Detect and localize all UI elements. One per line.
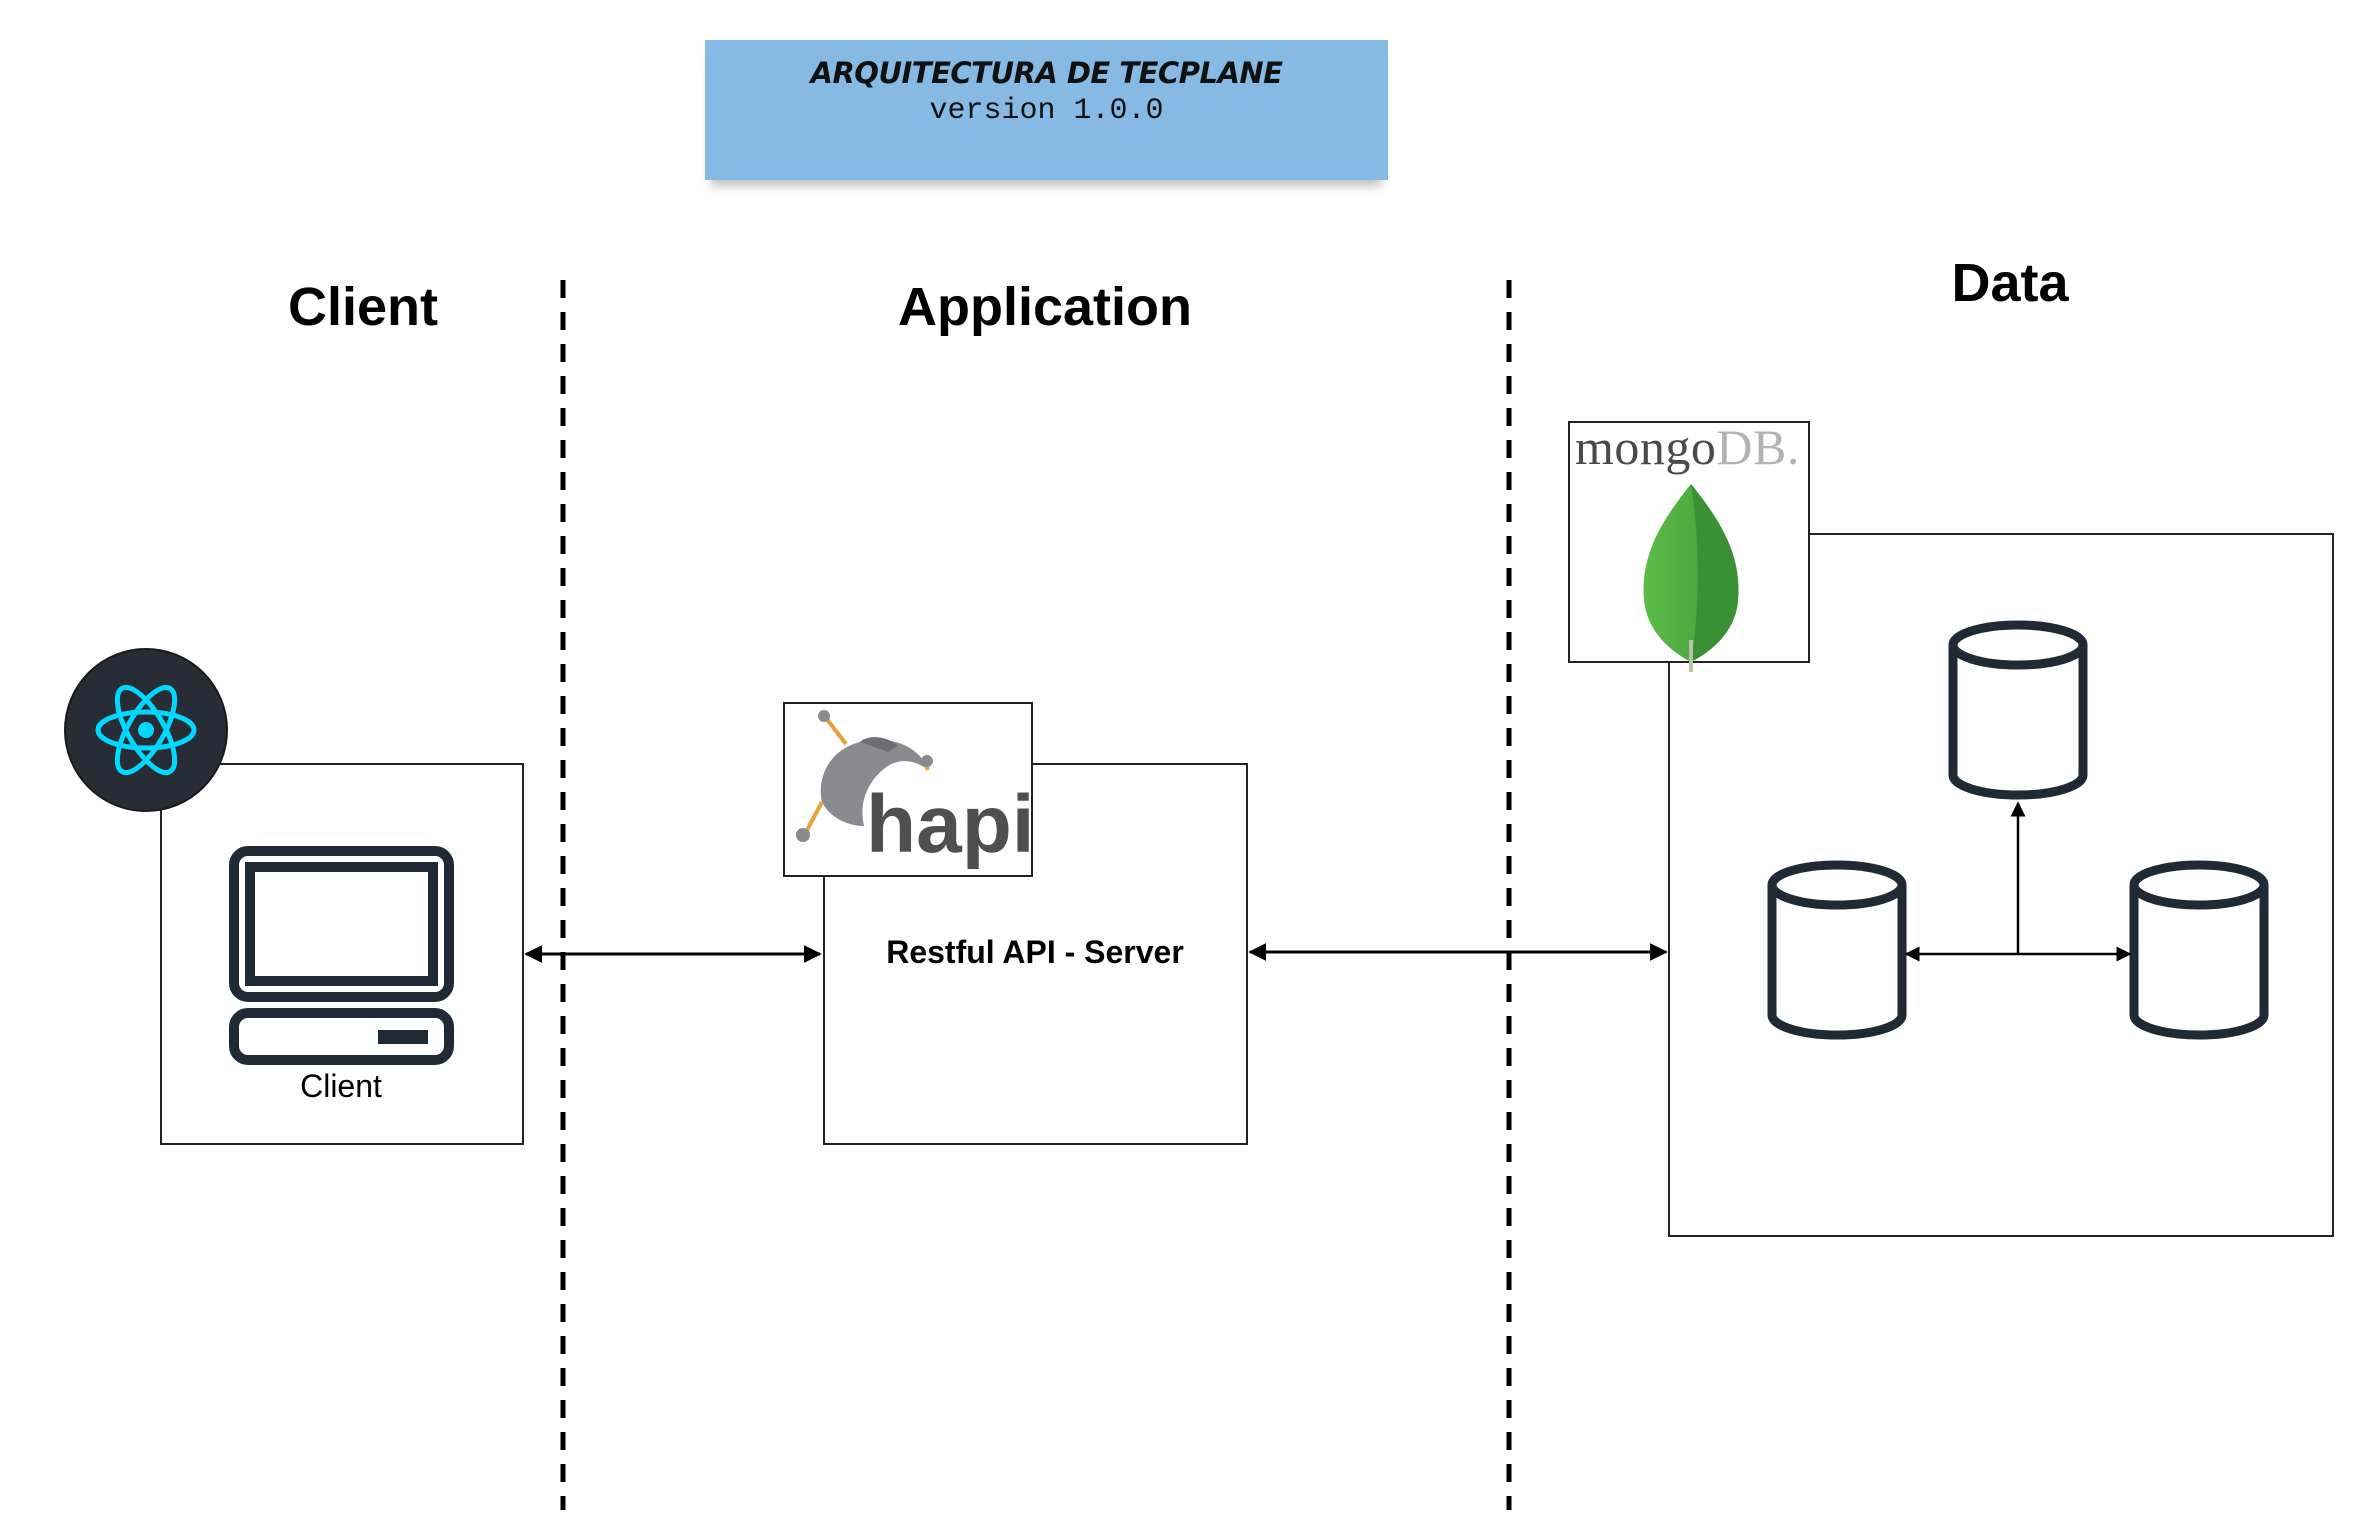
mongodb-leaf-icon [1643,484,1739,672]
diagram-title: ARQUITECTURA DE TECPLANE [810,56,1283,90]
database-icon [1948,620,2088,800]
client-label: Client [300,1068,382,1104]
mongodb-logo-text-db: DB. [1716,419,1800,475]
title-box: ARQUITECTURA DE TECPLANE version 1.0.0 [705,40,1388,180]
client-box [160,763,524,1145]
database-icon [2129,860,2269,1040]
react-icon [64,648,228,812]
server-box [823,763,1248,1145]
diagram-version: version 1.0.0 [929,94,1164,128]
data-box [1668,533,2334,1237]
database-icon [1767,860,1907,1040]
section-title-application: Application [898,277,1192,337]
computer-icon [229,846,454,1065]
hapi-logo [796,710,933,842]
server-label: Restful API - Server [886,934,1184,970]
hapi-logo-text: hapi [866,779,1035,870]
mongodb-logo-text: mongoDB. [1575,418,1800,476]
mongodb-logo-text-mongo: mongo [1575,419,1717,475]
section-title-client: Client [287,277,438,337]
section-title-data: Data [1951,253,2069,313]
